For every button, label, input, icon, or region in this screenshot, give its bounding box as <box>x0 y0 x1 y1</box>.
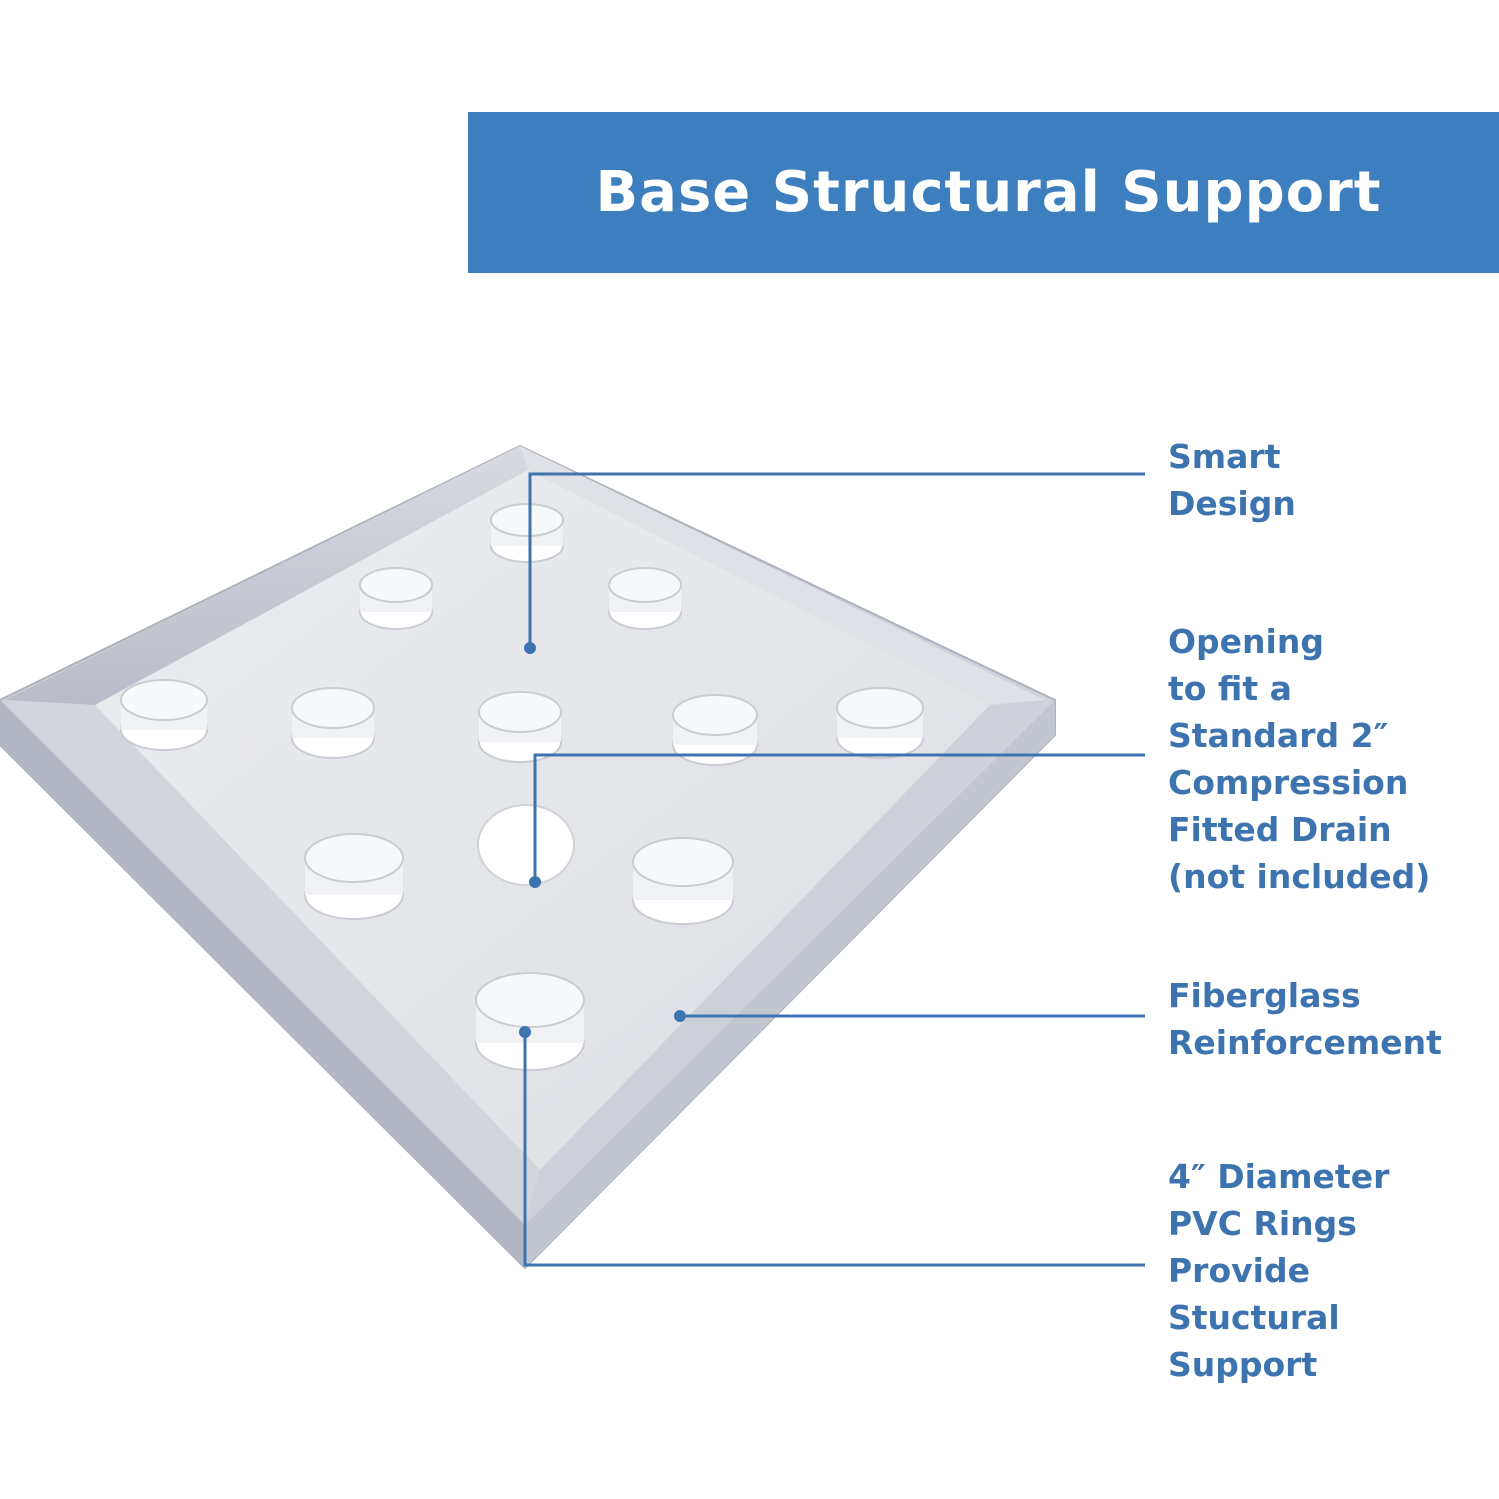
callout-line: 4″ Diameter <box>1168 1157 1390 1196</box>
leader-dots <box>519 642 686 1038</box>
callout-line: Reinforcement <box>1168 1023 1442 1062</box>
callout-line: to fit a <box>1168 669 1292 708</box>
callout-smart-design: Smart Design <box>1168 433 1296 527</box>
drain-hole <box>477 804 575 886</box>
pvc-ring <box>359 567 433 630</box>
pvc-rings <box>120 503 924 1071</box>
pvc-ring <box>836 687 924 759</box>
pvc-ring <box>120 679 208 751</box>
callout-line: PVC Rings <box>1168 1204 1357 1243</box>
callout-pvc-rings: 4″ Diameter PVC Rings Provide Stuctural … <box>1168 1153 1389 1388</box>
pvc-ring <box>475 972 585 1071</box>
leader-lines <box>523 472 1145 1267</box>
callout-line: Smart <box>1168 437 1281 476</box>
leader-dot <box>674 1010 686 1022</box>
callout-line: Support <box>1168 1345 1318 1384</box>
callout-line: (not included) <box>1168 857 1431 896</box>
leader-pvc-rings <box>523 1032 1145 1267</box>
pvc-ring <box>632 837 734 925</box>
leader-dot <box>519 1026 531 1038</box>
title-banner: Base Structural Support <box>468 112 1499 273</box>
callout-drain-opening: Opening to fit a Standard 2″ Compression… <box>1168 618 1430 900</box>
leader-drain-opening <box>533 753 1145 882</box>
callout-fiberglass: Fiberglass Reinforcement <box>1168 972 1442 1066</box>
leader-dot <box>529 876 541 888</box>
tray-left-wall <box>0 700 525 1268</box>
callout-line: Fitted Drain <box>1168 810 1392 849</box>
callout-line: Provide <box>1168 1251 1310 1290</box>
pvc-ring <box>608 567 682 630</box>
tray-front-right-wall <box>525 700 1045 1225</box>
callout-line: Standard 2″ <box>1168 716 1389 755</box>
pvc-ring <box>291 687 375 759</box>
banner-title: Base Structural Support <box>595 160 1382 225</box>
pvc-ring <box>490 503 564 563</box>
tray-back-right-wall <box>520 446 1045 705</box>
callout-line: Fiberglass <box>1168 976 1361 1015</box>
pvc-ring <box>304 833 404 920</box>
pvc-ring <box>478 691 562 763</box>
leader-smart-design <box>528 472 1145 648</box>
callout-line: Stuctural <box>1168 1298 1340 1337</box>
tray-back-left-wall <box>5 446 528 705</box>
tray-right-wall <box>525 700 1055 1268</box>
leader-dot <box>524 642 536 654</box>
callout-line: Compression <box>1168 763 1409 802</box>
tray-front-left-wall <box>5 700 540 1225</box>
callout-line: Design <box>1168 484 1296 523</box>
callout-line: Opening <box>1168 622 1324 661</box>
